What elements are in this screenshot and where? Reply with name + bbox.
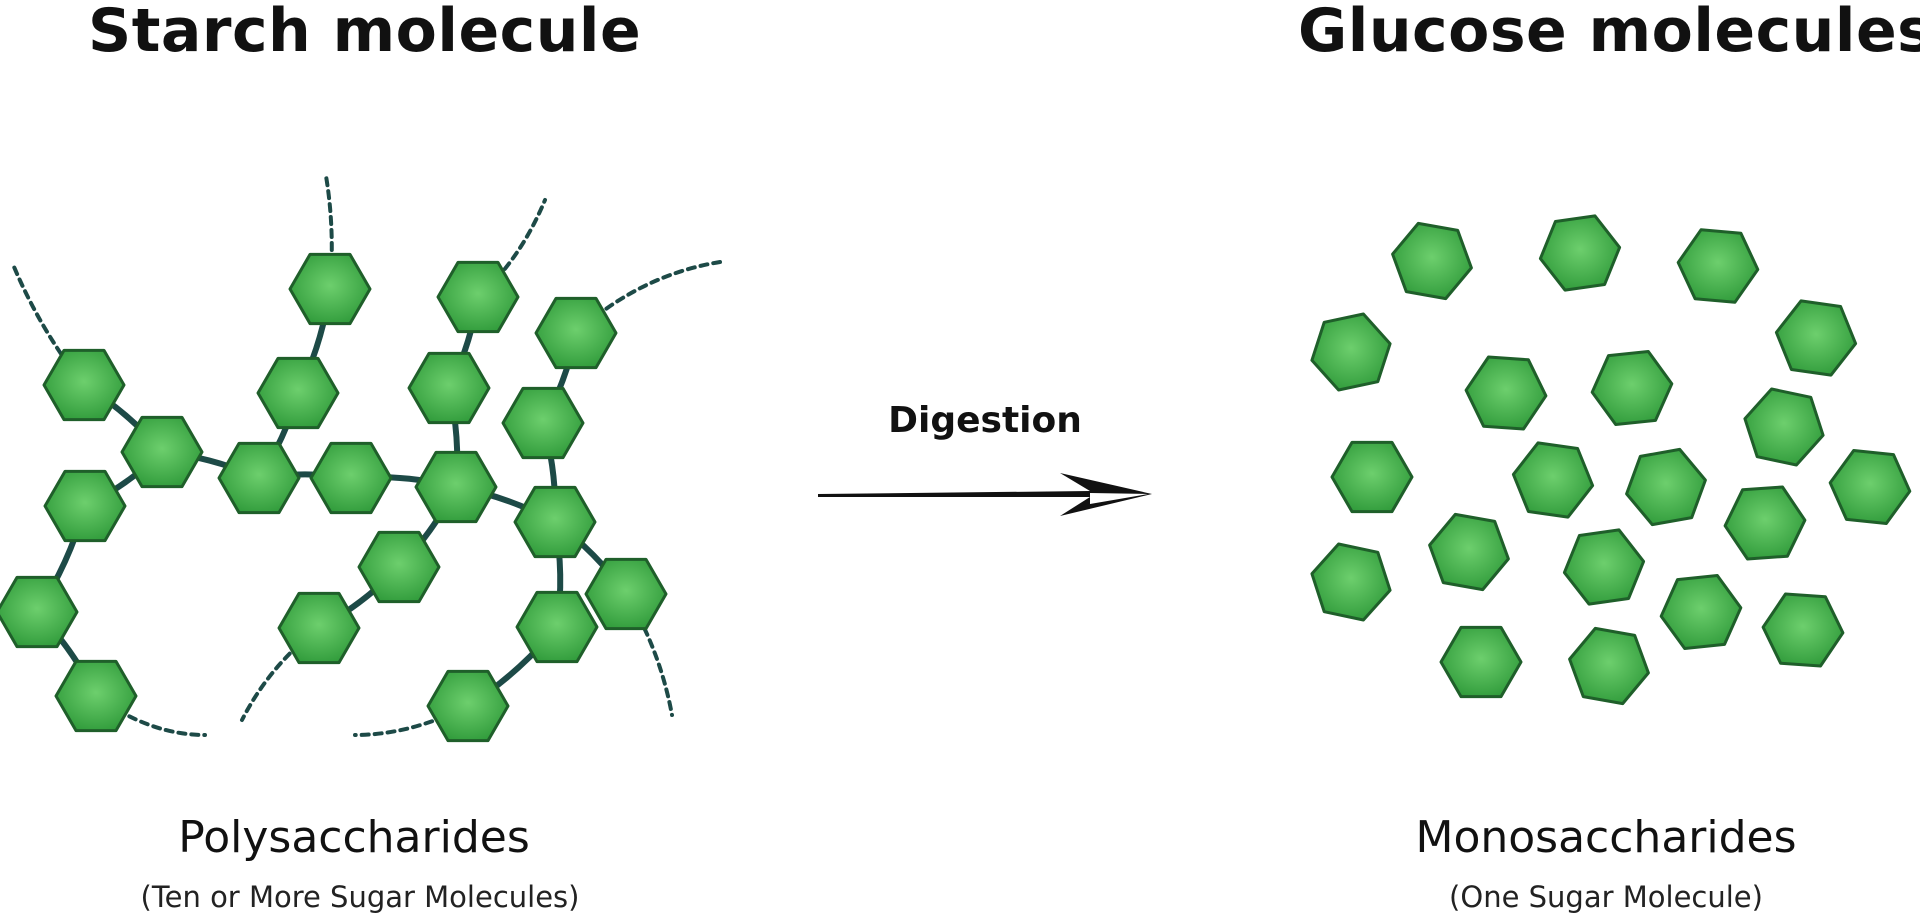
glucose-molecule [1659,574,1743,650]
starch-glucose-unit [513,485,597,559]
glucose-molecule [1330,440,1414,514]
polysaccharides-sublabel: (Ten or More Sugar Molecules) [140,880,580,914]
starch-glucose-unit [277,591,361,665]
glucose-molecule [1761,592,1845,668]
starch-glucose-unit [54,659,138,733]
glucose-molecule [1774,299,1858,377]
monosaccharides-sublabel: (One Sugar Molecule) [1449,880,1763,914]
glucose-molecule [1310,542,1392,622]
glucose-molecule [1723,485,1807,561]
starch-glucose-unit [436,260,520,334]
starch-glucose-unit [584,557,668,631]
starch-glucose-unit [414,450,498,524]
glucose-molecule [1391,221,1473,301]
glucose-molecule [1439,625,1523,699]
polysaccharides-label: Polysaccharides [178,812,530,863]
starch-glucose-unit [515,590,599,664]
starch-glucose-unit [0,575,79,649]
glucose-molecule [1590,350,1674,426]
glucose-molecule [1676,228,1760,304]
free-glucose-molecules [1310,214,1912,706]
digestion-arrow [818,473,1152,516]
starch-glucose-unit [217,441,301,515]
starch-glucose-unit [256,356,340,430]
starch-glucose-unit [309,441,393,515]
starch-glucose-unit [120,415,204,489]
starch-glucose-unit [501,386,585,460]
starch-glucose-unit [288,252,372,326]
starch-glucose-unit [426,669,510,743]
starch-glucose-unit [534,296,618,370]
monosaccharides-label: Monosaccharides [1415,812,1797,863]
starch-title: Starch molecule [88,0,642,66]
glucose-molecule [1511,441,1595,519]
glucose-molecule [1538,214,1622,292]
glucose-molecule [1568,626,1650,706]
glucose-title: Glucose molecules [1298,0,1920,66]
glucose-molecule [1428,512,1510,592]
glucose-molecule [1464,355,1548,431]
digestion-label: Digestion [888,400,1082,441]
glucose-molecule [1562,528,1646,606]
starch-glucose-unit [42,348,126,422]
glucose-molecule [1828,449,1912,525]
starch-glucose-units [0,252,668,743]
starch-glucose-unit [407,351,491,425]
starch-glucose-unit [43,469,127,543]
glucose-molecule [1625,447,1707,527]
glucose-molecule [1743,387,1825,467]
glucose-molecule [1310,312,1392,392]
starch-glucose-unit [357,530,441,604]
